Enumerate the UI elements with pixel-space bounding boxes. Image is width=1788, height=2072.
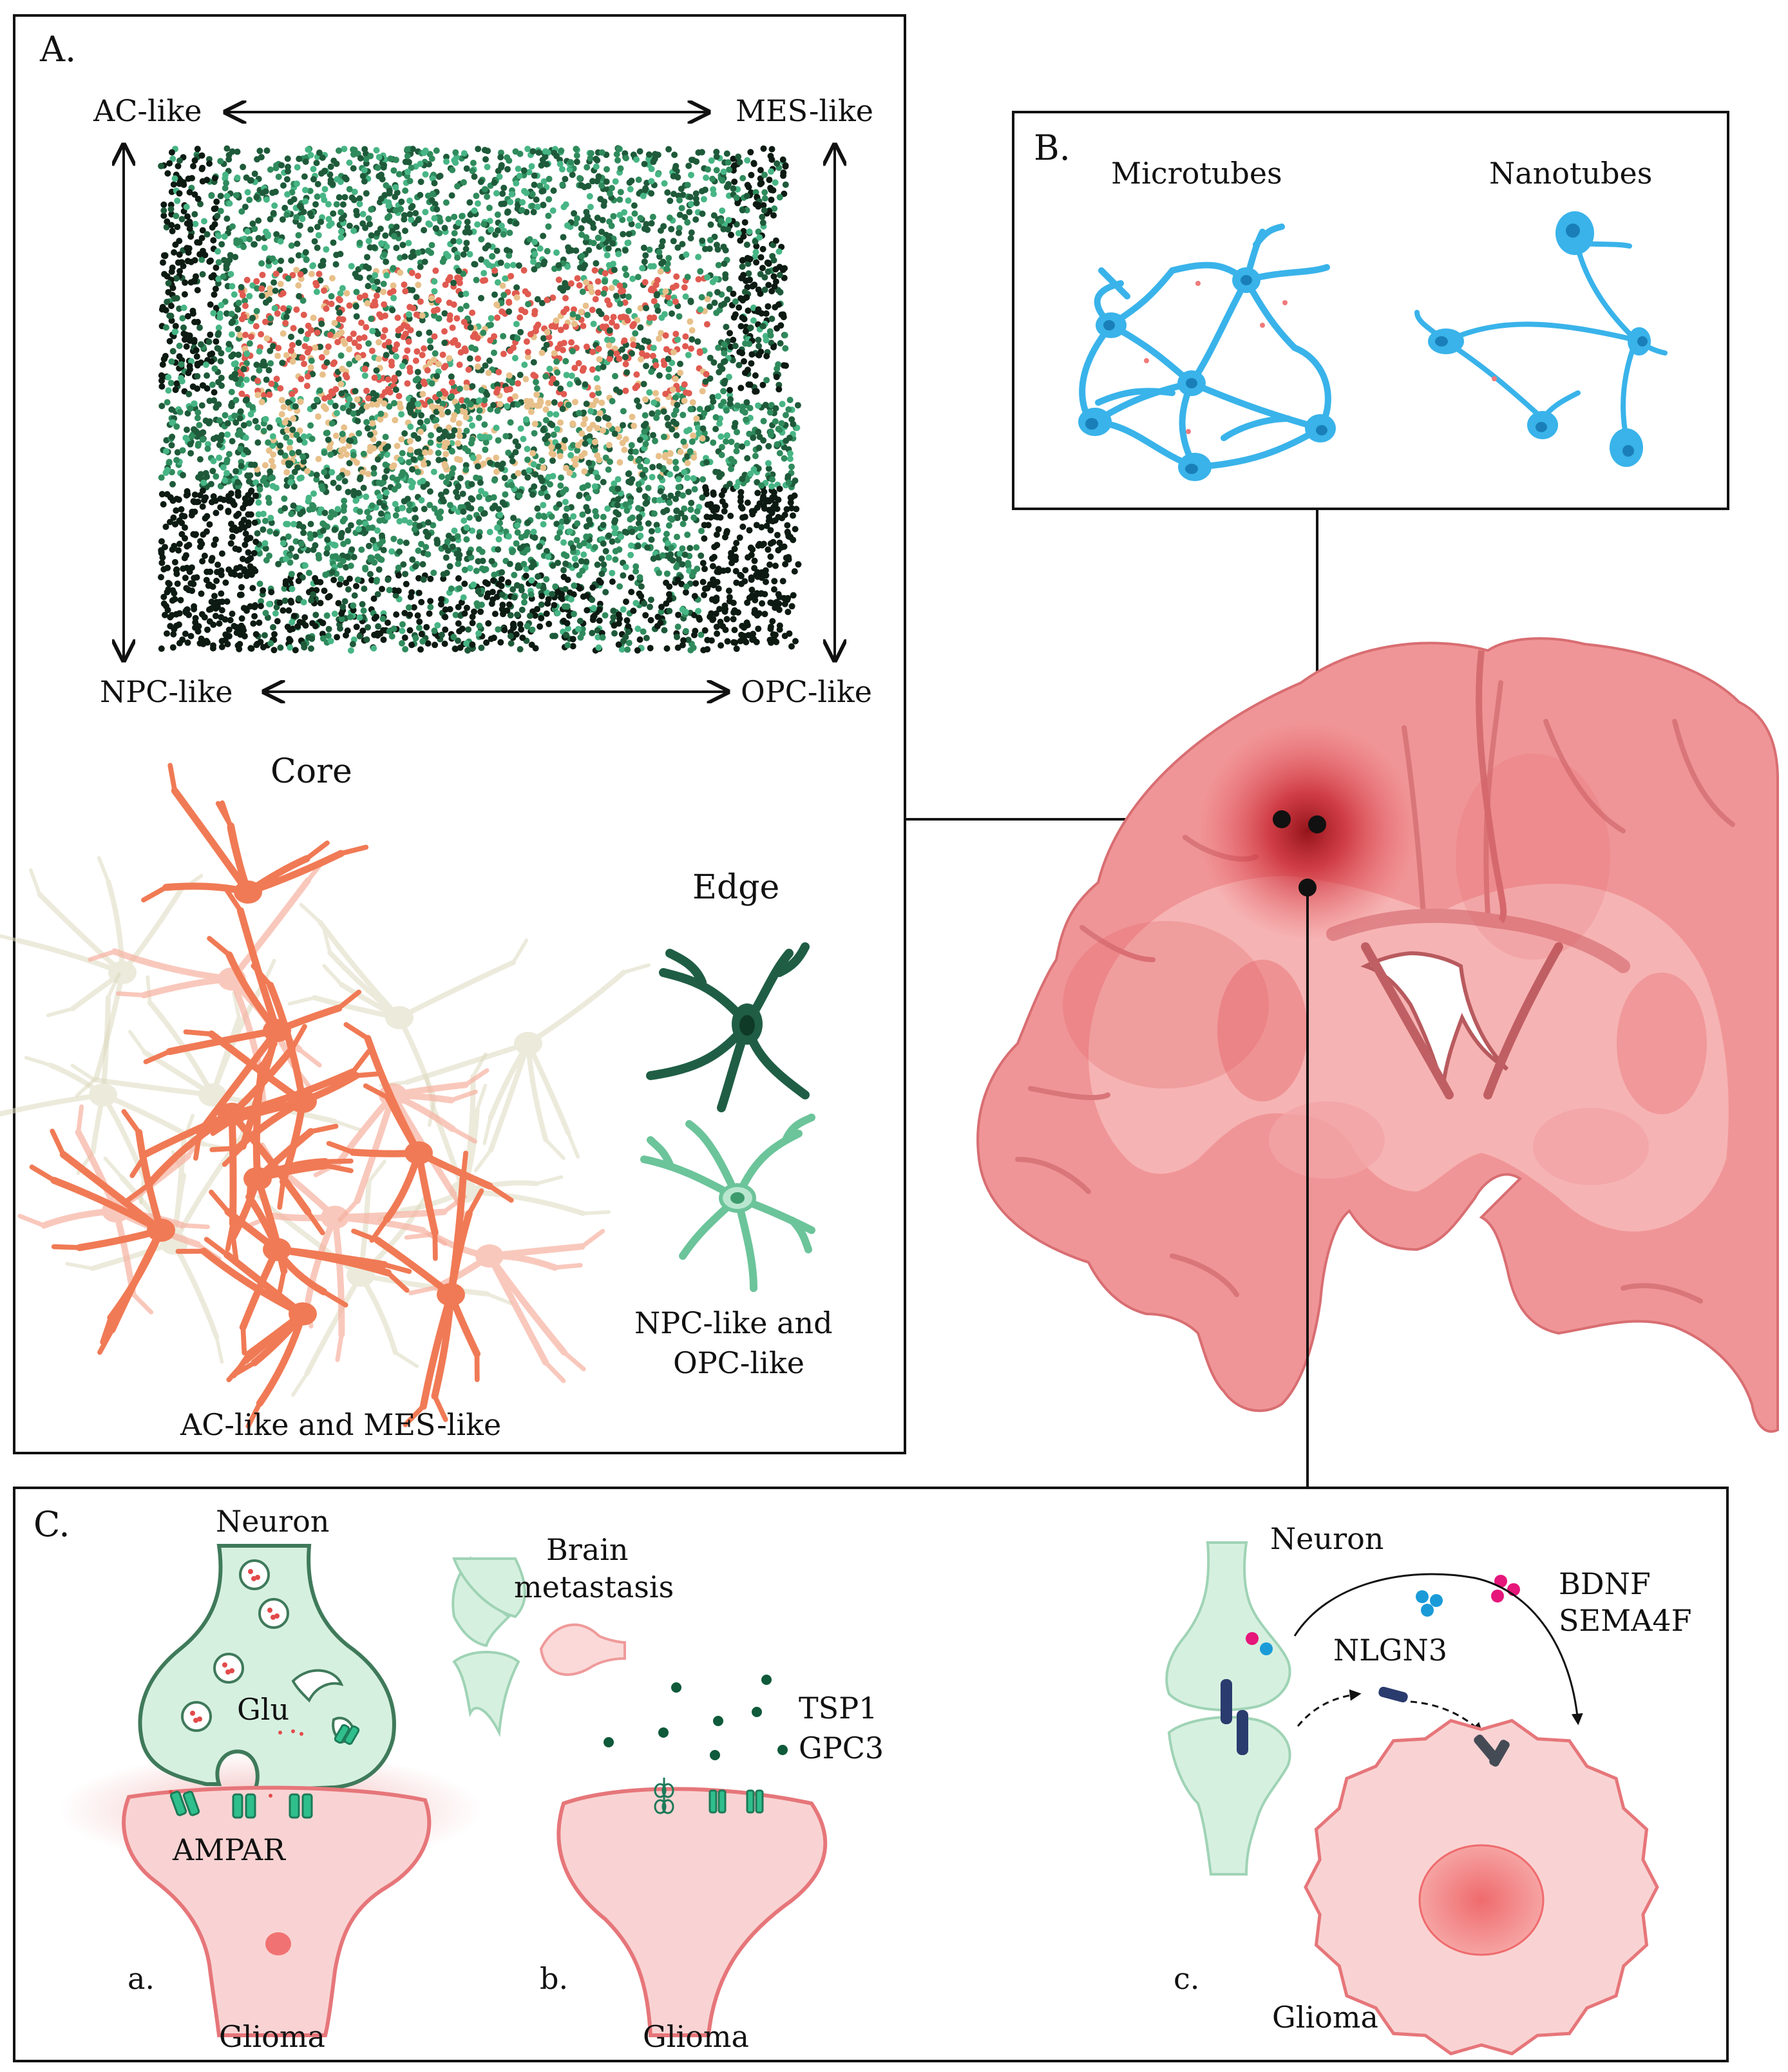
- nanotubes-title: Nanotubes: [1489, 156, 1652, 191]
- panel-a-label: A.: [39, 29, 76, 70]
- synapse-b: [452, 1555, 828, 2037]
- cc-sub-label: c.: [1174, 1961, 1199, 1996]
- brain-illustration: [976, 637, 1779, 1433]
- cell-state-scatter: [158, 145, 802, 654]
- core-caption: AC-like and MES-like: [180, 1407, 501, 1442]
- microtube-cells: [1078, 267, 1336, 481]
- ca-neuron-label: Neuron: [216, 1504, 329, 1539]
- axis-label-npc-like: NPC-like: [100, 674, 233, 709]
- panel-b-label: B.: [1034, 128, 1070, 168]
- cc-neuron-label: Neuron: [1270, 1521, 1384, 1556]
- cb-brain-metastasis-line2: metastasis: [514, 1570, 674, 1604]
- cb-glioma-label: Glioma: [643, 2019, 749, 2054]
- edge-caption-line1: NPC-like and: [634, 1306, 833, 1340]
- core-title: Core: [271, 752, 352, 791]
- axis-label-opc-like: OPC-like: [741, 674, 872, 709]
- cc-bdnf-label: BDNF: [1559, 1566, 1651, 1601]
- core-cell-network: [0, 763, 651, 1429]
- panel-a-frame: [13, 14, 906, 1454]
- cc-sema4f-label: SEMA4F: [1559, 1603, 1692, 1638]
- edge-dark-cell: [646, 942, 810, 1112]
- edge-caption-line2: OPC-like: [673, 1345, 804, 1380]
- cb-sub-label: b.: [540, 1961, 568, 1996]
- cb-brain-metastasis-line1: Brain: [546, 1532, 629, 1567]
- tumor-mass: [1198, 721, 1417, 940]
- ca-glioma-label: Glioma: [219, 2019, 325, 2054]
- cb-gpc3-label: GPC3: [799, 1731, 884, 1765]
- connector-dot-b: [1308, 815, 1326, 833]
- edge-title: Edge: [692, 868, 779, 907]
- cb-tsp1-label: TSP1: [799, 1691, 877, 1725]
- ca-ampar-label: AMPAR: [172, 1832, 286, 1867]
- axis-label-ac-like: AC-like: [93, 93, 202, 128]
- edge-light-cell-nucleus: [730, 1192, 745, 1204]
- edge-dark-cell-nucleus: [739, 1015, 755, 1036]
- panel-c-label: C.: [33, 1504, 70, 1544]
- ca-sub-label: a.: [128, 1961, 155, 1996]
- cc-glioma-label: Glioma: [1272, 2000, 1378, 2035]
- synapse-a: [58, 1544, 483, 2037]
- axis-label-mes-like: MES-like: [736, 93, 873, 128]
- connector-dot-a: [1273, 810, 1291, 828]
- cc-nlgn3-label: NLGN3: [1333, 1633, 1447, 1668]
- microtubes-title: Microtubes: [1111, 156, 1282, 191]
- nanotube-cells: [1428, 211, 1651, 467]
- ca-glu-label: Glu: [237, 1692, 289, 1727]
- synapse-c: [1165, 1541, 1659, 2056]
